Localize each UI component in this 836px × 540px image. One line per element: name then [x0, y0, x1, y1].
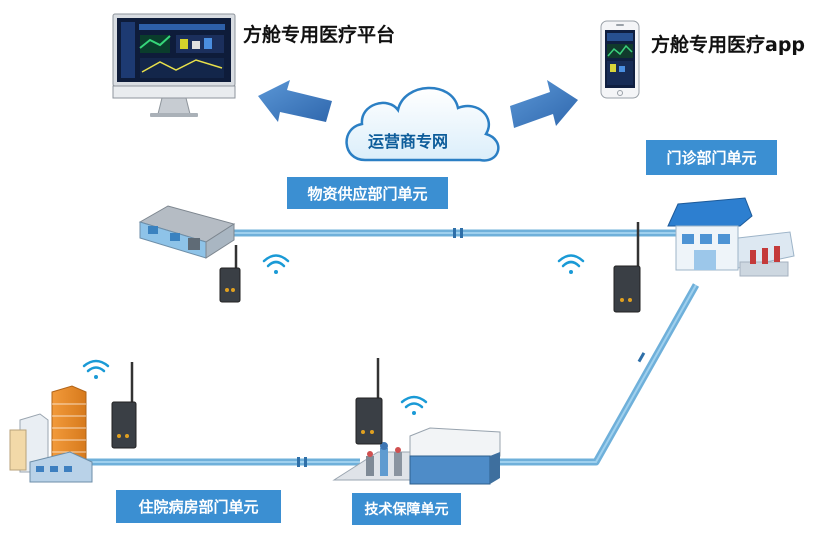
- ward-buildings-icon: [9, 385, 93, 483]
- router-icon: [355, 358, 383, 445]
- clinic-unit-label: 门诊部门单元: [646, 140, 777, 175]
- router-icon: [219, 245, 241, 303]
- app-title: 方舱专用医疗app: [651, 34, 806, 56]
- wifi-signal-icon: [82, 359, 110, 379]
- wifi-signal-icon: [400, 395, 428, 415]
- wifi-signal-icon: [557, 254, 585, 274]
- tech-unit-label: 技术保障单元: [352, 493, 461, 525]
- cloud-icon: [345, 86, 500, 162]
- monitor-icon: [112, 13, 236, 117]
- arrow-right-icon: [510, 80, 578, 128]
- router-icon: [111, 362, 137, 449]
- wifi-signal-icon: [262, 254, 290, 274]
- clinic-building-icon: [667, 197, 795, 277]
- ward-unit-label: 住院病房部门单元: [116, 490, 281, 523]
- supply-unit-label: 物资供应部门单元: [287, 177, 448, 209]
- cloud-label: 运营商专网: [368, 132, 449, 151]
- link-marker-icon: [297, 228, 646, 467]
- arrow-left-icon: [258, 80, 332, 122]
- smartphone-icon: [600, 20, 640, 99]
- warehouse-building-icon: [138, 205, 236, 259]
- router-icon: [613, 222, 641, 313]
- platform-title: 方舱专用医疗平台: [243, 24, 396, 46]
- tech-facility-icon: [332, 427, 501, 485]
